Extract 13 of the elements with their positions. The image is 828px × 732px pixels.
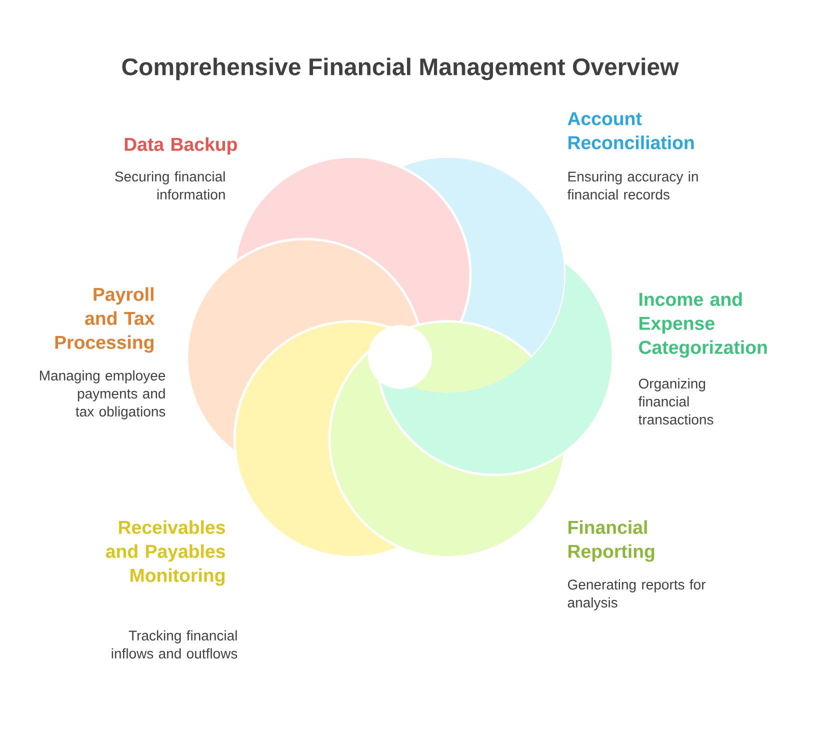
- heading: Income and Expense Categorization: [639, 292, 767, 358]
- description: Managing employee payments and tax obligations: [40, 370, 166, 420]
- title: Comprehensive Financial Management Overview: [122, 58, 679, 80]
- heading: Financial Reporting: [568, 520, 654, 562]
- description: Securing financial information: [115, 171, 225, 200]
- heading: Payroll and Tax Processing: [55, 287, 155, 353]
- description: Ensuring accuracy in financial records: [567, 171, 698, 200]
- description: Tracking financial inflows and outflows: [112, 630, 238, 659]
- description: Generating reports for analysis: [568, 579, 706, 610]
- description: Organizing financial transactions: [638, 378, 714, 425]
- heading: Receivables and Payables Monitoring: [106, 520, 225, 586]
- heading: Data Backup: [124, 137, 237, 155]
- heading: Account Reconciliation: [568, 112, 694, 150]
